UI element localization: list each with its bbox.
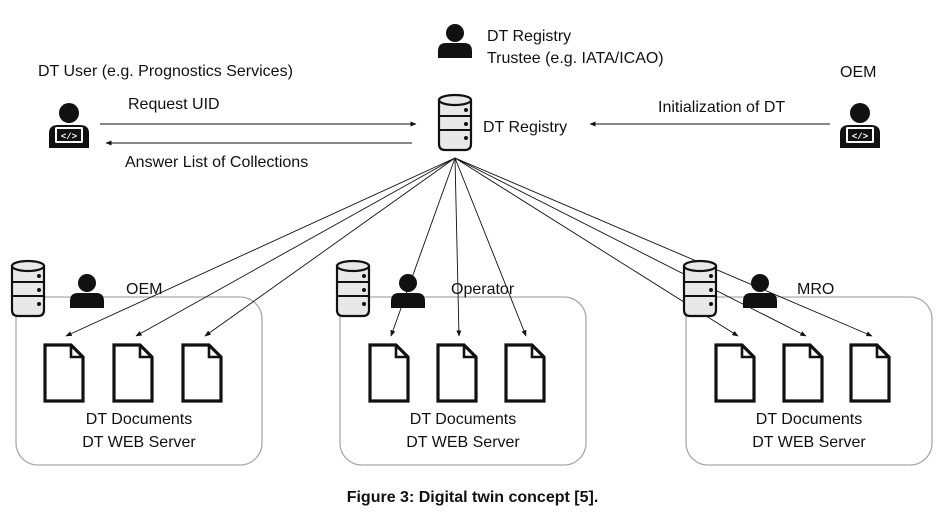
- document-icon: [368, 343, 410, 403]
- document-icon: [714, 343, 756, 403]
- registry-label: DT Registry: [483, 119, 568, 136]
- document-icon: [43, 343, 85, 403]
- answer-list-label: Answer List of Collections: [125, 154, 309, 171]
- dt-user-label: DT User (e.g. Prognostics Services): [38, 63, 293, 80]
- figure-caption: Figure 3: Digital twin concept [5].: [346, 489, 599, 506]
- trustee-title: DT Registry: [487, 28, 572, 45]
- registry-database-icon: [437, 93, 473, 152]
- mro-person-icon: [743, 274, 777, 308]
- oem-server-label: OEM: [126, 281, 163, 298]
- document-icon: [782, 343, 824, 403]
- oem-developer-icon: [840, 103, 880, 148]
- trustee-subtitle: Trustee (e.g. IATA/ICAO): [487, 50, 664, 67]
- oem-database-icon: [10, 259, 46, 318]
- operator-docs-label: DT Documents: [409, 411, 517, 428]
- document-icon: [112, 343, 154, 403]
- dt-user-developer-icon: [49, 103, 89, 148]
- initialization-label: Initialization of DT: [658, 99, 786, 116]
- request-uid-label: Request UID: [128, 96, 220, 113]
- oem-webserver-label: DT WEB Server: [82, 434, 196, 451]
- operator-database-icon: [335, 259, 371, 318]
- document-icon: [504, 343, 546, 403]
- document-icon: [436, 343, 478, 403]
- document-icon: [181, 343, 223, 403]
- mro-docs-label: DT Documents: [755, 411, 863, 428]
- mro-server-label: MRO: [797, 281, 835, 298]
- mro-database-icon: [682, 259, 718, 318]
- operator-server-label: Operator: [451, 281, 515, 298]
- oem-top-label: OEM: [840, 64, 877, 81]
- document-icon: [849, 343, 891, 403]
- operator-person-icon: [391, 274, 425, 308]
- mro-webserver-label: DT WEB Server: [752, 434, 866, 451]
- mro-server-box: [685, 296, 933, 466]
- oem-docs-label: DT Documents: [85, 411, 193, 428]
- oem-server-box: [15, 296, 263, 466]
- oem-person-icon: [70, 274, 104, 308]
- operator-webserver-label: DT WEB Server: [406, 434, 520, 451]
- registry-links: [65, 157, 873, 337]
- operator-server-box: [339, 296, 587, 466]
- trustee-person-icon: [438, 24, 472, 58]
